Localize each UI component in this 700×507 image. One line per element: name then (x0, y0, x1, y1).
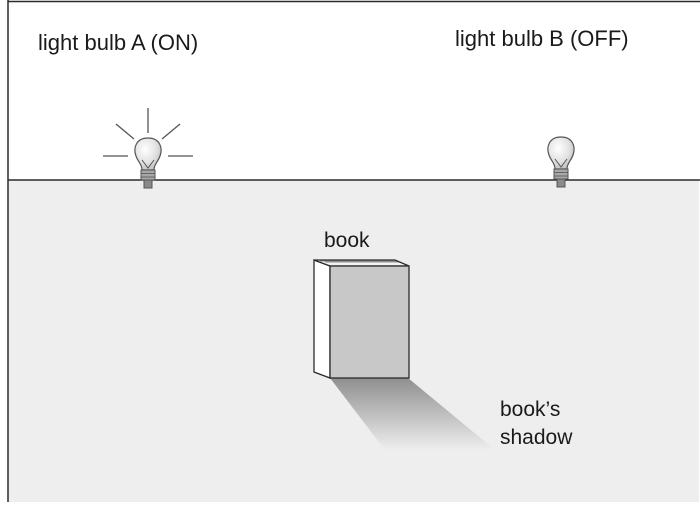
shadow-label-line1: book’s (500, 398, 561, 421)
book-icon (313, 259, 410, 379)
book-label: book (324, 229, 370, 252)
bulb-b-label: light bulb B (OFF) (455, 26, 629, 51)
book-shadow (330, 378, 495, 450)
light-bulb-b-icon (547, 136, 575, 188)
light-rays (103, 108, 193, 157)
bulb-a-label: light bulb A (ON) (38, 30, 199, 55)
wall (8, 2, 699, 180)
shadow-label-line2: shadow (500, 426, 573, 449)
light-bulb-a-icon (103, 108, 193, 189)
